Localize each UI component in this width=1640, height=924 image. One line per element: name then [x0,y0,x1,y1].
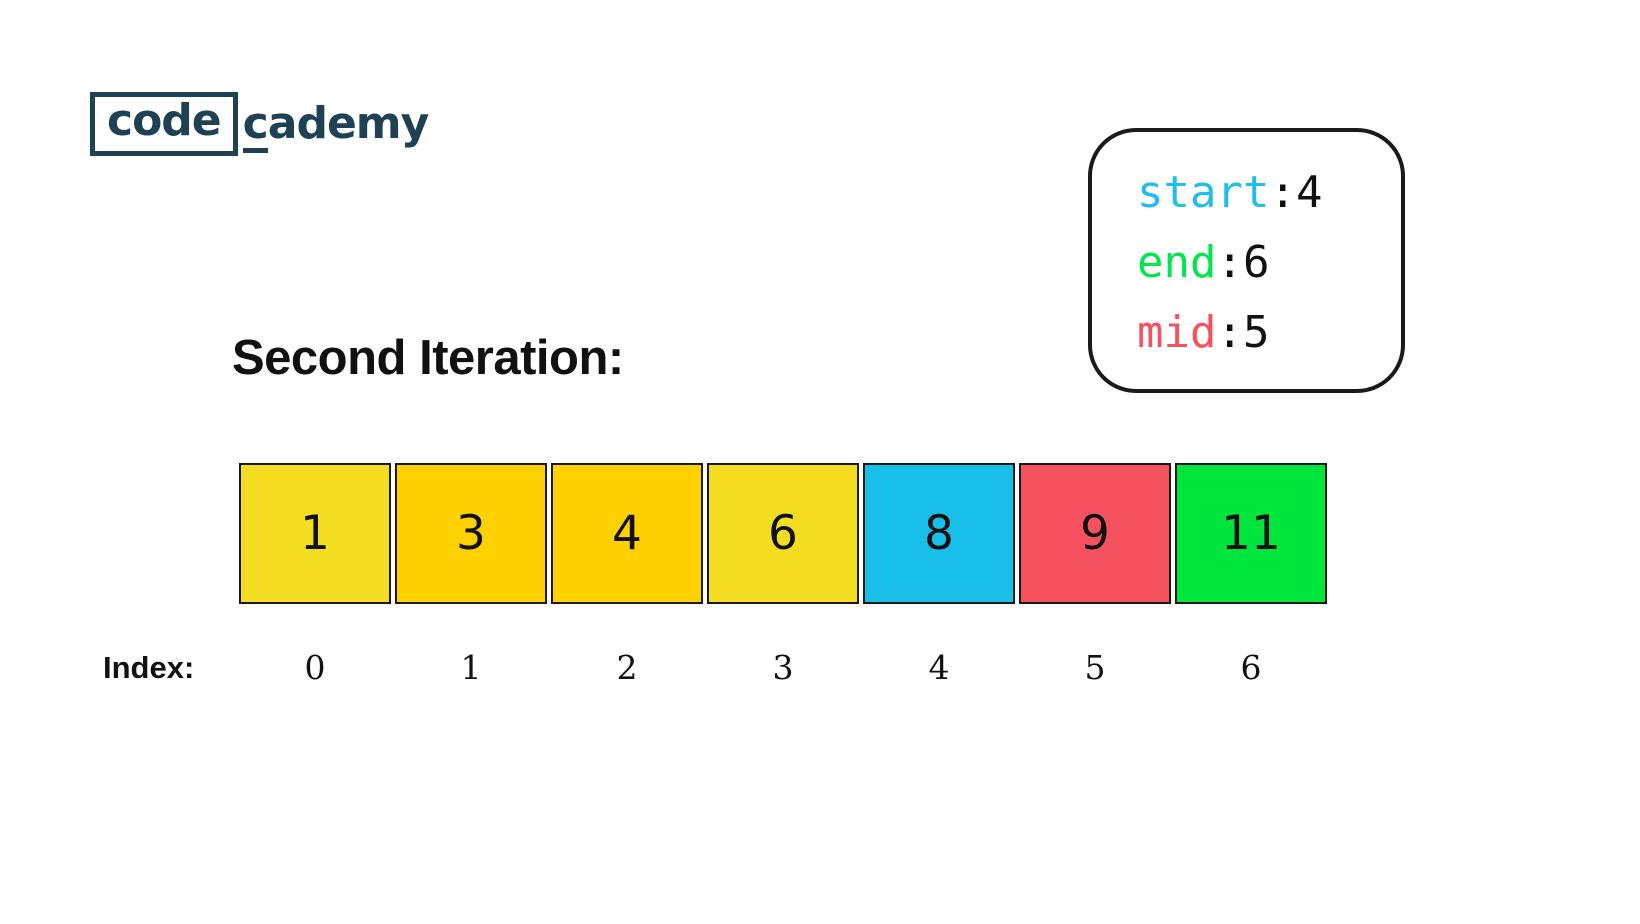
codecademy-logo: code cademy [90,92,430,156]
array-row: 1 3 4 6 8 9 11 [239,463,1327,604]
pointer-start-label: start [1137,167,1270,218]
pointer-start-separator: : [1269,167,1296,218]
index-number-2: 2 [616,648,638,687]
index-number-0: 0 [304,648,326,687]
logo-rest-text: cademy [242,95,430,154]
pointer-end-separator: : [1216,237,1243,288]
array-cell-0: 1 [239,463,391,604]
pointer-start-value: 4 [1295,167,1323,218]
pointer-mid-separator: : [1216,307,1243,358]
array-cell-3: 6 [707,463,859,604]
pointer-mid-label: mid [1137,307,1217,358]
array-cell-4: 8 [863,463,1015,604]
index-number-6: 6 [1240,648,1262,687]
pointer-line-end: end:6 [1137,228,1401,298]
pointer-mid-value: 5 [1242,307,1270,358]
logo-underlined-letter: c [242,101,269,153]
page-title: Second Iteration: [232,331,624,385]
index-number-4: 4 [928,648,950,687]
array-cell-2: 4 [551,463,703,604]
index-row: 0 1 2 3 4 5 6 [239,648,1327,687]
pointer-end-label: end [1137,237,1217,288]
index-number-3: 3 [772,648,794,687]
pointer-line-mid: mid:5 [1137,298,1401,368]
logo-tail-text: ademy [267,97,430,149]
array-cell-1: 3 [395,463,547,604]
array-cell-6: 11 [1175,463,1327,604]
index-number-1: 1 [460,648,482,687]
pointer-values-box: start:4 end:6 mid:5 [1088,128,1405,393]
array-cell-5: 9 [1019,463,1171,604]
index-number-5: 5 [1084,648,1106,687]
index-row-label: Index: [103,650,195,685]
pointer-line-start: start:4 [1137,158,1401,228]
pointer-end-value: 6 [1242,237,1270,288]
logo-boxed-text: code [90,92,238,156]
